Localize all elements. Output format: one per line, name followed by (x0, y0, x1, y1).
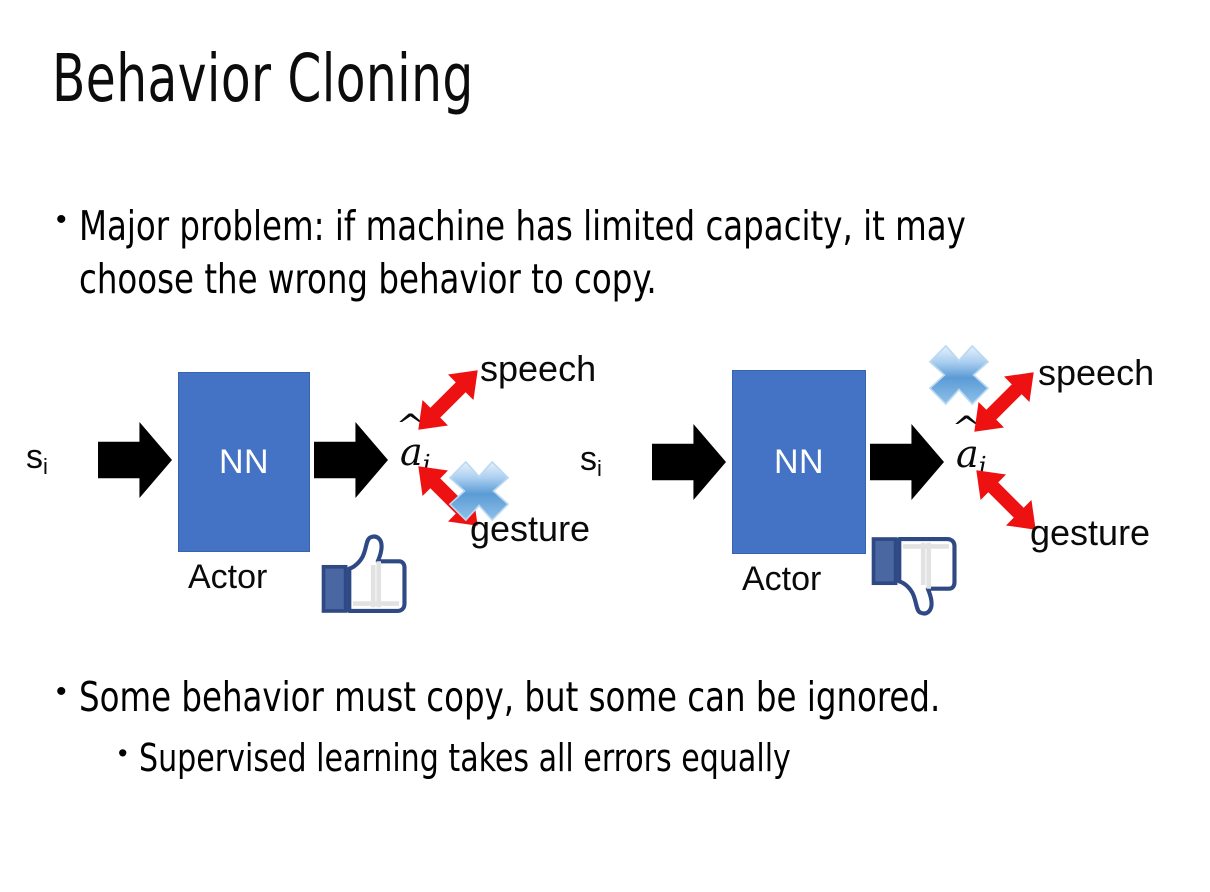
neural-network-label: NN (773, 442, 825, 481)
modality-label-gesture: gesture (1030, 512, 1151, 553)
thumbs-down-icon (871, 536, 957, 616)
state-subscript: i (43, 454, 48, 480)
input-arrow-icon (652, 424, 726, 500)
output-arrow-icon (314, 422, 388, 498)
bullet-text: Major problem: if machine has limited ca… (78, 202, 966, 304)
state-symbol: s (26, 438, 43, 476)
modality-label-speech: speech (480, 348, 597, 389)
input-arrow-icon (98, 422, 172, 498)
action-symbol: a (400, 430, 423, 474)
bullet-supervised-learning: • Supervised learning takes all errors e… (118, 735, 1168, 783)
actor-caption: Actor (188, 558, 268, 596)
action-subscript: i (978, 451, 987, 481)
diagram-behavior-cloning-bad: si NN Actor ai speech (570, 340, 1200, 630)
state-symbol: s (580, 440, 597, 478)
speech-double-arrow-icon (418, 370, 478, 430)
cross-out-icon-speech (928, 344, 990, 406)
modality-label-speech: speech (1038, 352, 1155, 393)
bullet-marker-icon: • (56, 203, 67, 236)
page-title: Behavior Cloning (52, 40, 474, 117)
gesture-double-arrow-icon (976, 470, 1036, 530)
state-input-label: si (26, 438, 48, 480)
bullet-text: Some behavior must copy, but some can be… (78, 673, 940, 721)
thumbs-up-icon (321, 534, 407, 614)
action-subscript: i (422, 449, 431, 479)
output-arrow-icon (870, 424, 944, 500)
action-output-label: ai (956, 432, 987, 481)
neural-network-label: NN (218, 442, 270, 481)
bullet-some-behavior: • Some behavior must copy, but some can … (56, 672, 1176, 724)
cross-out-icon-gesture (448, 460, 510, 522)
bullet-text: Supervised learning takes all errors equ… (139, 736, 792, 780)
bullet-major-problem: • Major problem: if machine has limited … (56, 200, 1166, 307)
bullet-marker-icon: • (56, 675, 67, 708)
bullet-marker-icon: • (118, 738, 128, 768)
action-symbol: a (956, 432, 979, 476)
diagram-behavior-cloning-good: si NN Actor ai speech (18, 340, 638, 630)
state-input-label: si (580, 440, 602, 482)
neural-network-box: NN (178, 372, 310, 552)
state-subscript: i (597, 456, 602, 482)
neural-network-box: NN (732, 370, 866, 554)
speech-double-arrow-icon (974, 372, 1034, 432)
action-output-label: ai (400, 430, 431, 479)
actor-caption: Actor (742, 560, 822, 598)
